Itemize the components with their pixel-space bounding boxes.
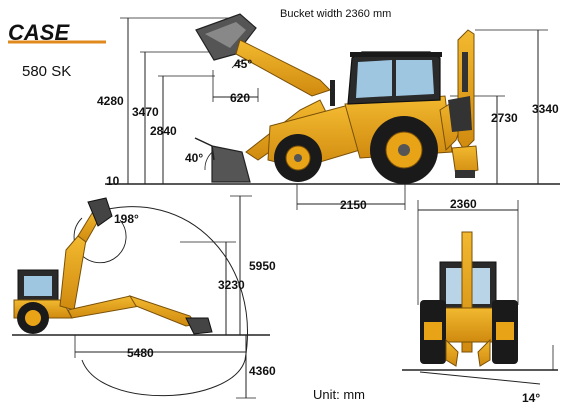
dim-dump-reach: 620 [230, 91, 251, 105]
dim-rollback-angle: 40° [185, 151, 204, 165]
model-label: 580 SK [22, 63, 72, 80]
dim-dig-depth: 4360 [249, 364, 276, 378]
bucket-width-note: Bucket width 2360 mm [280, 8, 392, 20]
dim-loading-height: 3230 [218, 278, 245, 292]
logo-text: CASE [8, 22, 70, 45]
dim-dump-height: 3470 [132, 105, 159, 119]
rear-view [402, 200, 558, 385]
dim-swing-angle: 198° [114, 212, 139, 226]
dim-dump-angle: 45° [234, 57, 253, 71]
dim-reach: 5480 [127, 346, 154, 360]
unit-note: Unit: mm [313, 387, 365, 402]
dim-loader-clearance: 2840 [150, 124, 177, 138]
backhoe-reach-view [12, 195, 270, 399]
dim-max-height: 5950 [249, 259, 276, 273]
dim-wheelbase: 2150 [340, 198, 367, 212]
dim-loader-dig-depth: 10 [106, 174, 120, 188]
dim-rear-width: 2360 [450, 197, 477, 211]
dim-cab-height: 2730 [491, 111, 518, 125]
case-logo: CASE [8, 22, 106, 45]
dim-slope-angle: 14° [522, 391, 541, 405]
dim-backhoe-height: 3340 [532, 102, 559, 116]
side-view [105, 13, 560, 210]
dim-overall-height: 4280 [97, 94, 124, 108]
